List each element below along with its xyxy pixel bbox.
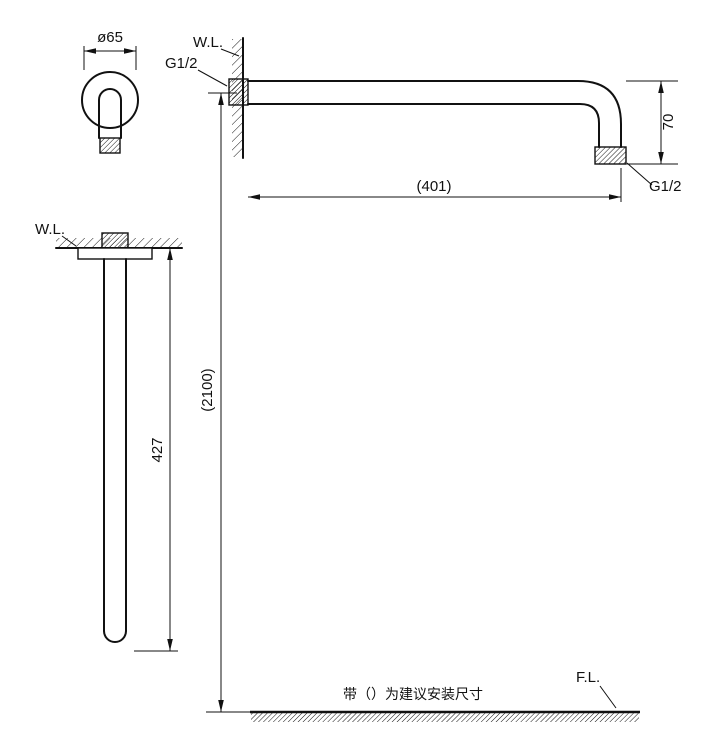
pipe-rounded-end xyxy=(103,630,127,643)
leader-line xyxy=(61,235,77,247)
thread-label-wall: G1/2 xyxy=(165,55,198,72)
floor: F.L. 带（）为建议安装尺寸 xyxy=(250,669,640,722)
drop-dimension-label: 70 xyxy=(660,114,677,131)
side-view: W.L. G1/2 (401) 70 G1/2 xyxy=(165,34,682,202)
leader-line xyxy=(599,685,617,709)
thread-label-outlet: G1/2 xyxy=(649,178,682,195)
floor-hatching xyxy=(251,713,639,722)
height-dimension-label: (2100) xyxy=(199,368,216,411)
ceiling-flange xyxy=(77,247,153,260)
installation-note: 带（）为建议安装尺寸 xyxy=(343,686,483,702)
ceiling-thread-nut xyxy=(101,232,129,249)
wall-line-label: W.L. xyxy=(193,34,223,51)
ceiling-view: W.L. 427 xyxy=(35,221,183,652)
overall-dimension: (2100) xyxy=(199,92,250,713)
pipe-length-dimension-label: 427 xyxy=(149,437,166,462)
floor-line-label: F.L. xyxy=(576,669,600,686)
arm-outer-edge xyxy=(247,80,622,148)
diameter-dimension-label: ø65 xyxy=(97,29,123,46)
leader-line xyxy=(197,69,228,87)
ceiling-wall-line-label: W.L. xyxy=(35,221,65,238)
arm-front-profile xyxy=(98,88,122,139)
leader-line xyxy=(626,162,653,186)
flange-outer-circle xyxy=(81,71,139,129)
leader-line xyxy=(220,48,240,57)
arm-inner-edge xyxy=(247,103,600,148)
outlet-thread-nut xyxy=(594,146,627,165)
front-view: ø65 xyxy=(81,29,139,154)
length-dimension-label: (401) xyxy=(416,178,451,195)
wall-thread-nut xyxy=(228,78,249,106)
thread-tip xyxy=(99,137,121,154)
